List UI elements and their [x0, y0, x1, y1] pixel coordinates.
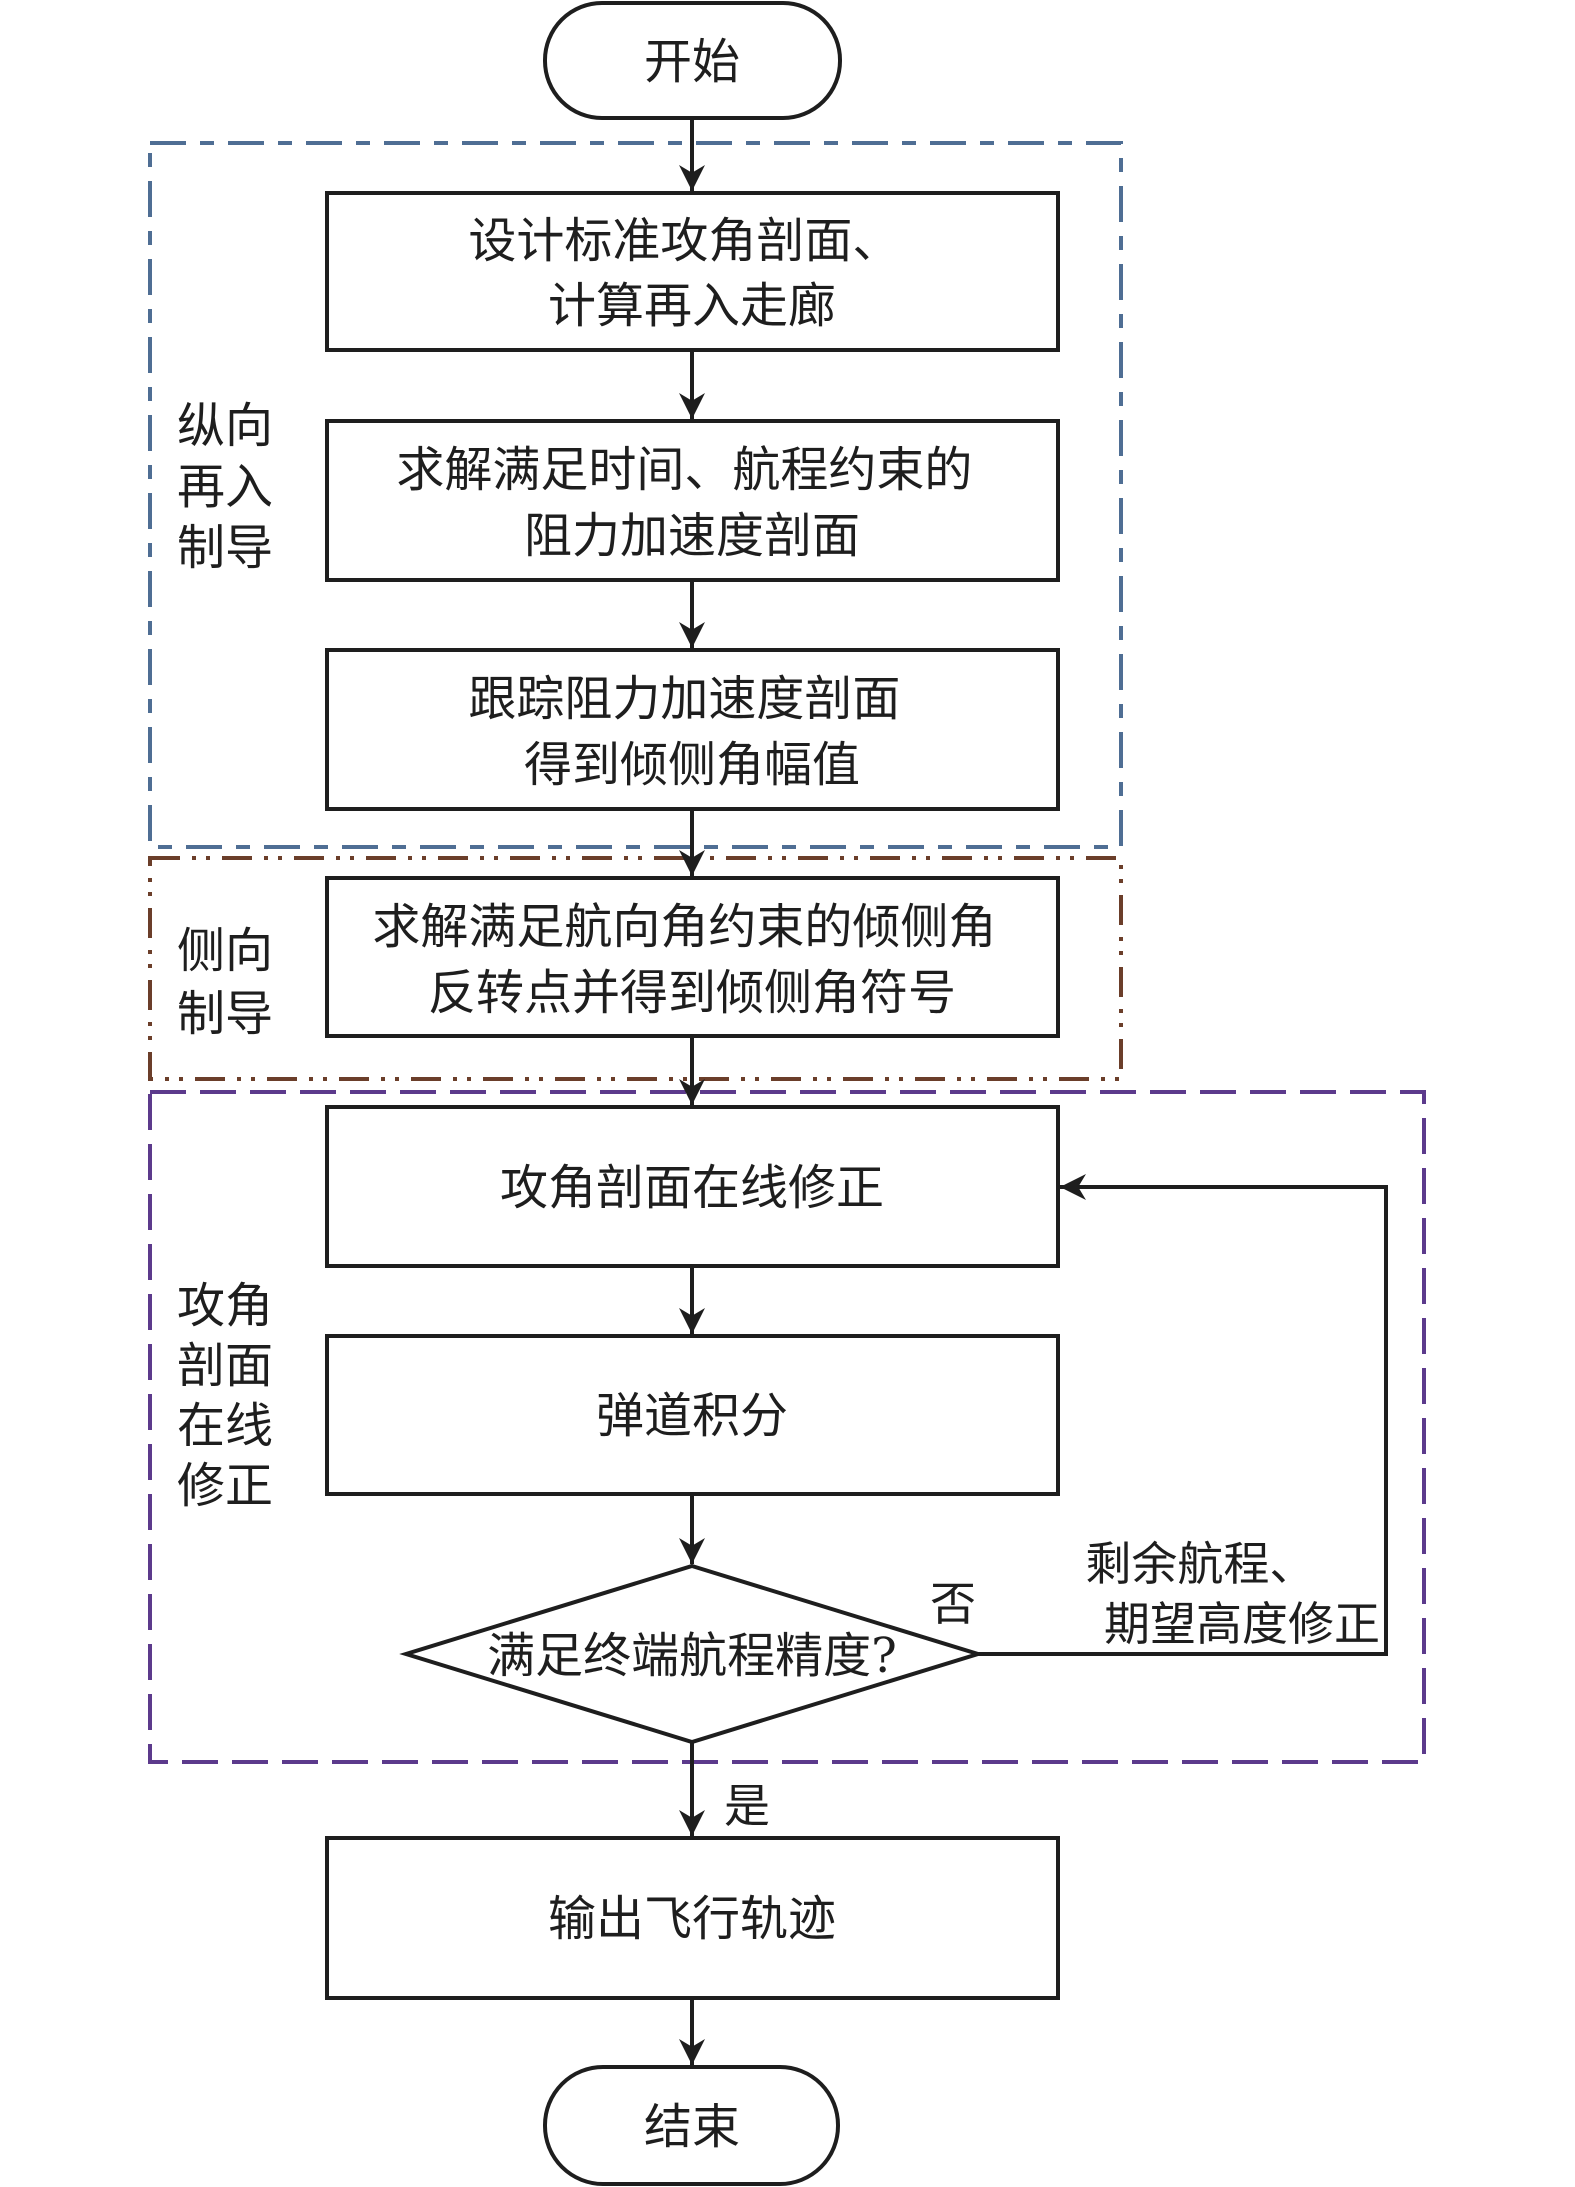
edge-label-feedback: 剩余航程、 期望高度修正	[1085, 1537, 1380, 1651]
edge-label-yes: 是	[724, 1779, 770, 1833]
group-online-label: 攻角 剖面 在线 修正	[177, 1278, 288, 1514]
node-online-correction-text: 攻角剖面在线修正	[500, 1160, 884, 1216]
node-solve-reversal-text: 求解满足航向角约束的倾侧角 反转点并得到倾侧角符号	[372, 899, 1011, 1021]
group-longitudinal-frame	[148, 141, 1123, 849]
group-longitudinal-label: 纵向 再入 制导	[177, 398, 288, 576]
group-lateral-frame	[148, 856, 1123, 1081]
node-design-profile-text: 设计标准攻角剖面、 计算再入走廊	[468, 213, 915, 334]
node-start-text: 开始	[644, 34, 740, 90]
group-online-frame	[148, 1090, 1426, 1764]
group-label-line: 在线	[177, 1398, 273, 1454]
node-end	[543, 2065, 840, 2186]
group-label-line: 制导	[177, 986, 273, 1042]
group-label-line: 修正	[177, 1458, 273, 1514]
group-lateral-label: 侧向 制导	[177, 923, 288, 1042]
node-solve-reversal	[325, 876, 1060, 1038]
node-design-profile	[325, 191, 1060, 352]
node-track-drag	[325, 648, 1060, 811]
group-label-line: 再入	[177, 459, 273, 515]
group-label-line: 剖面	[177, 1338, 273, 1394]
node-track-drag-text: 跟踪阻力加速度剖面 得到倾侧角幅值	[468, 671, 915, 793]
node-trajectory-integration-text: 弹道积分	[596, 1388, 788, 1444]
edge-label-no: 否	[930, 1577, 976, 1631]
node-check-accuracy	[399, 1563, 985, 1745]
node-end-text: 结束	[644, 2099, 740, 2155]
node-trajectory-integration	[325, 1334, 1060, 1496]
group-label-line: 攻角	[177, 1278, 273, 1334]
feedback-label-line: 期望高度修正	[1104, 1597, 1380, 1651]
node-solve-drag-text: 求解满足时间、航程约束的 阻力加速度剖面	[396, 442, 987, 564]
node-start	[543, 1, 842, 120]
node-output-trajectory-text: 输出飞行轨迹	[548, 1891, 836, 1947]
node-solve-drag	[325, 419, 1060, 582]
group-label-line: 制导	[177, 520, 273, 576]
node-output-trajectory	[325, 1836, 1060, 2000]
node-online-correction	[325, 1105, 1060, 1268]
edge-check-no-feedback	[978, 1174, 1388, 1656]
group-label-line: 纵向	[177, 398, 273, 454]
group-label-line: 侧向	[177, 923, 273, 979]
node-check-accuracy-text: 满足终端航程精度?	[487, 1628, 897, 1684]
feedback-label-line: 剩余航程、	[1085, 1537, 1315, 1591]
